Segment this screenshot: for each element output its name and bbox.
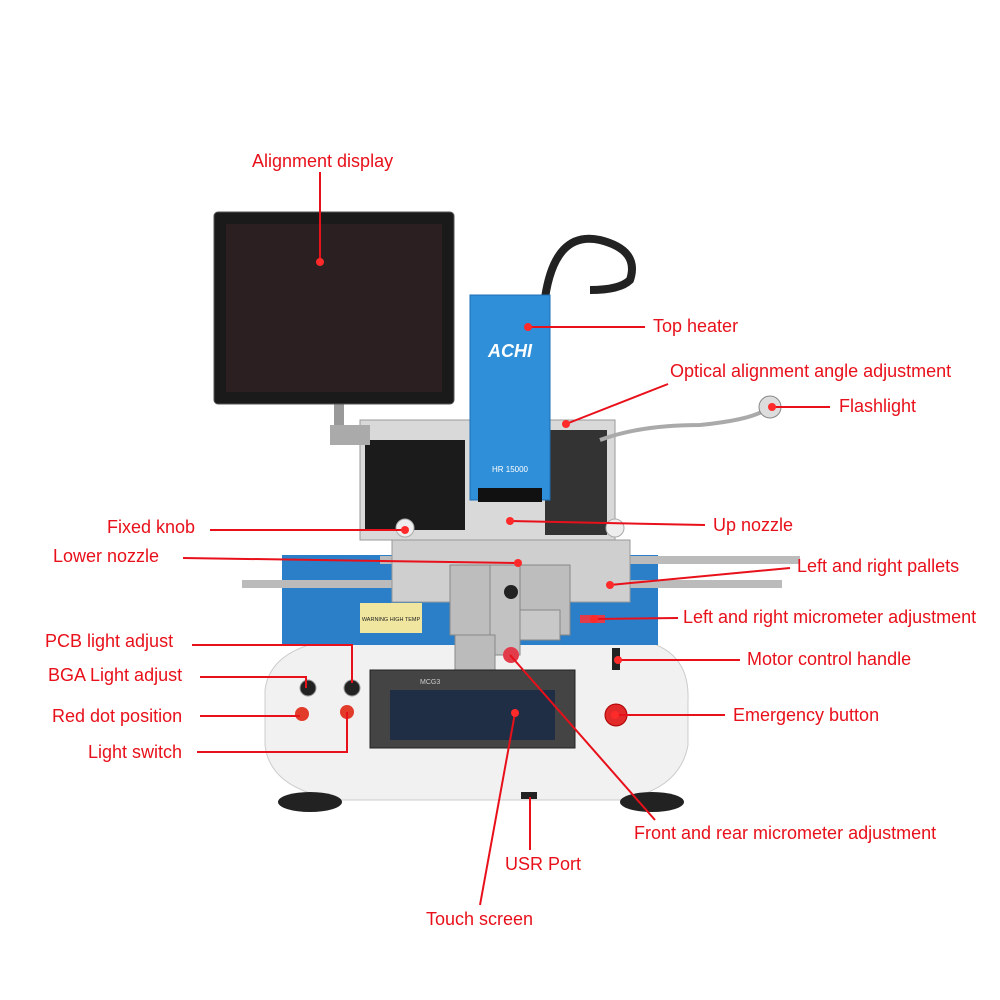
leader-lines: [182, 172, 830, 906]
label-light-switch: Light switch: [88, 742, 183, 762]
label-fixed-knob: Fixed knob: [107, 517, 196, 537]
label-alignment-display: Alignment display: [252, 151, 394, 171]
warning-sticker: [360, 603, 422, 633]
label-lower-nozzle: Lower nozzle: [53, 546, 160, 566]
bga-light-knob: [299, 679, 317, 697]
foot-left: [278, 792, 342, 812]
label-lr-micrometer: Left and right micrometer adjustment: [683, 607, 977, 627]
model-text: HR 15000: [492, 465, 529, 474]
grid-plate: [545, 430, 607, 535]
label-motor-handle: Motor control handle: [747, 649, 912, 669]
screen-brand: MCG3: [420, 679, 440, 686]
dark-panel: [365, 440, 465, 530]
foot-right: [620, 792, 684, 812]
label-optical-alignment: Optical alignment angle adjustment: [670, 361, 952, 381]
warning-text: WARNING HIGH TEMP: [362, 617, 421, 623]
label-up-nozzle: Up nozzle: [713, 515, 794, 535]
label-bga-light: BGA Light adjust: [48, 665, 183, 685]
usb-port: [521, 792, 537, 799]
label-red-dot: Red dot position: [52, 706, 183, 726]
label-flashlight: Flashlight: [839, 396, 917, 416]
label-pcb-light: PCB light adjust: [45, 631, 174, 651]
marker-dots: [316, 258, 776, 719]
brand-logo: ACHI: [487, 341, 533, 361]
label-touch-screen: Touch screen: [426, 909, 534, 929]
label-usr-port: USR Port: [505, 854, 582, 874]
red-dot-button: [295, 707, 309, 721]
label-pallets: Left and right pallets: [797, 556, 960, 576]
label-emergency: Emergency button: [733, 705, 880, 725]
label-top-heater: Top heater: [653, 316, 739, 336]
label-fr-micrometer: Front and rear micrometer adjustment: [634, 823, 937, 843]
top-heater: [469, 294, 551, 501]
heater-hose: [541, 234, 636, 299]
flashlight-arm: [599, 408, 767, 442]
